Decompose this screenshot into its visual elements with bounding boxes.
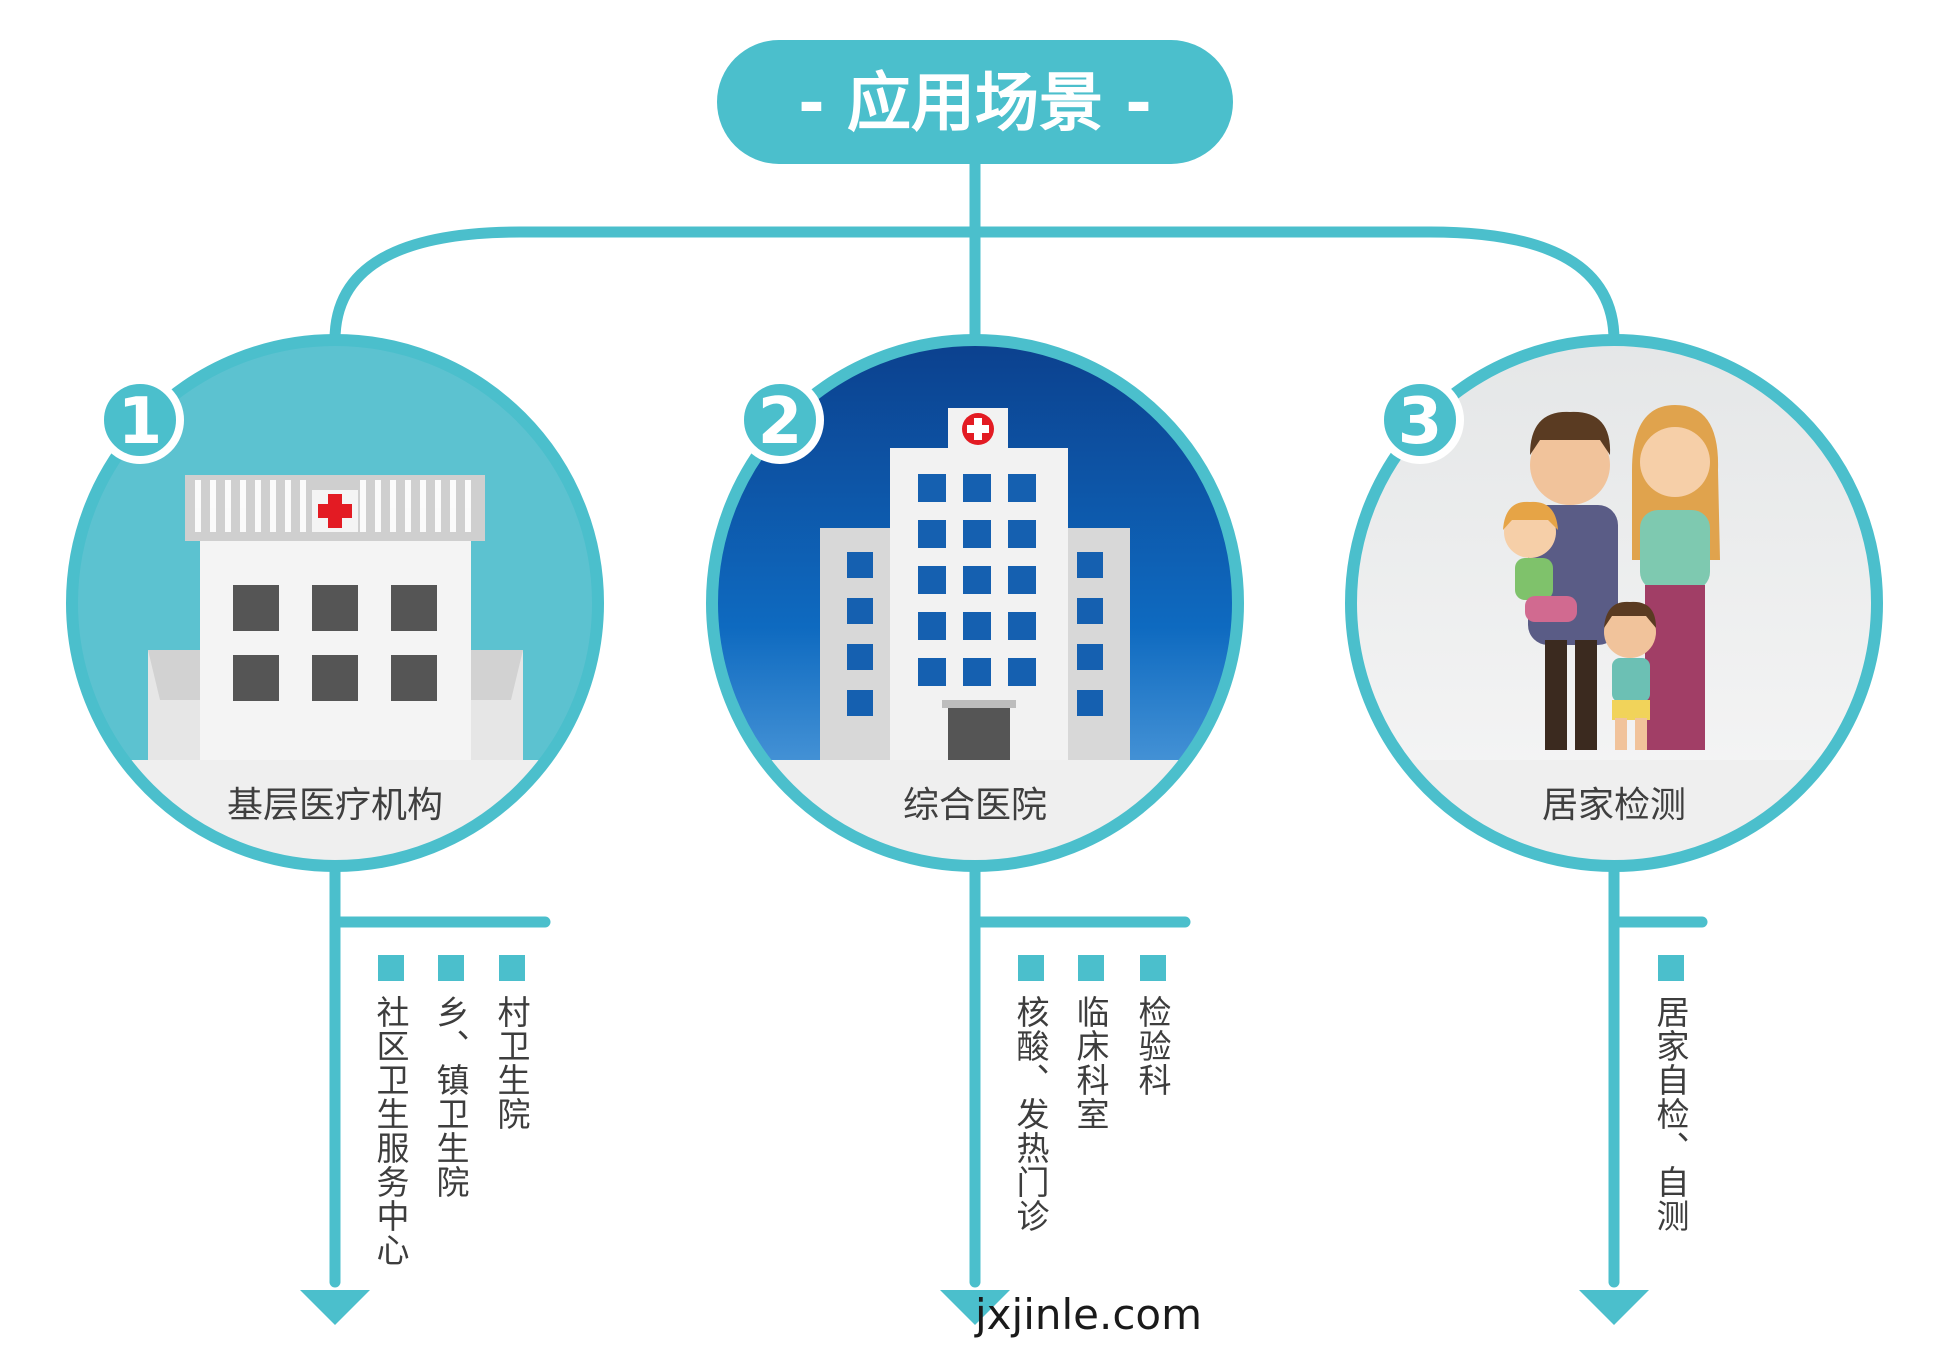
scenario-label-1: 基层医疗机构	[227, 785, 443, 826]
item-text: 乡、镇卫生院	[431, 995, 470, 1199]
page-title: - 应用场景 -	[798, 67, 1152, 141]
scenario-number-1: 1	[118, 385, 163, 459]
scenario-number-2: 2	[758, 385, 803, 459]
item-text: 临床科室	[1071, 995, 1110, 1131]
hospital-door	[948, 706, 1010, 760]
item-text: 核酸、发热门诊	[1011, 995, 1050, 1233]
clinic-building-illustration	[148, 475, 523, 760]
item-bullets	[378, 955, 1684, 981]
arrow-head-3	[1579, 1290, 1649, 1325]
item-text: 居家自检、自测	[1651, 995, 1690, 1233]
item-text: 社区卫生服务中心	[371, 995, 410, 1267]
family-illustration	[1503, 405, 1720, 750]
watermark: jxjinle.com	[975, 1290, 1203, 1339]
connector-lines	[329, 154, 1708, 1288]
item-text: 村卫生院	[492, 995, 531, 1131]
title-pill: - 应用场景 -	[717, 40, 1233, 164]
number-badge-3	[1376, 376, 1464, 464]
arrow-head-1	[300, 1290, 370, 1325]
scenario-circle-2: 综合医院 2	[706, 334, 1244, 872]
number-badge-2	[736, 376, 824, 464]
scenario-circle-1: 基层医疗机构 1	[66, 334, 604, 872]
scenario-number-3: 3	[1398, 385, 1443, 459]
hospital-windows	[847, 474, 1103, 716]
clinic-windows	[233, 585, 437, 701]
number-badge-1	[96, 376, 184, 464]
arrow-head-2	[940, 1290, 1010, 1325]
item-text: 检验科	[1133, 995, 1172, 1097]
scenario-label-2: 综合医院	[903, 785, 1047, 826]
hospital-building-illustration	[820, 408, 1130, 760]
scenario-label-3: 居家检测	[1542, 785, 1686, 826]
scenario-circle-3: 居家检测 3	[1345, 334, 1883, 872]
